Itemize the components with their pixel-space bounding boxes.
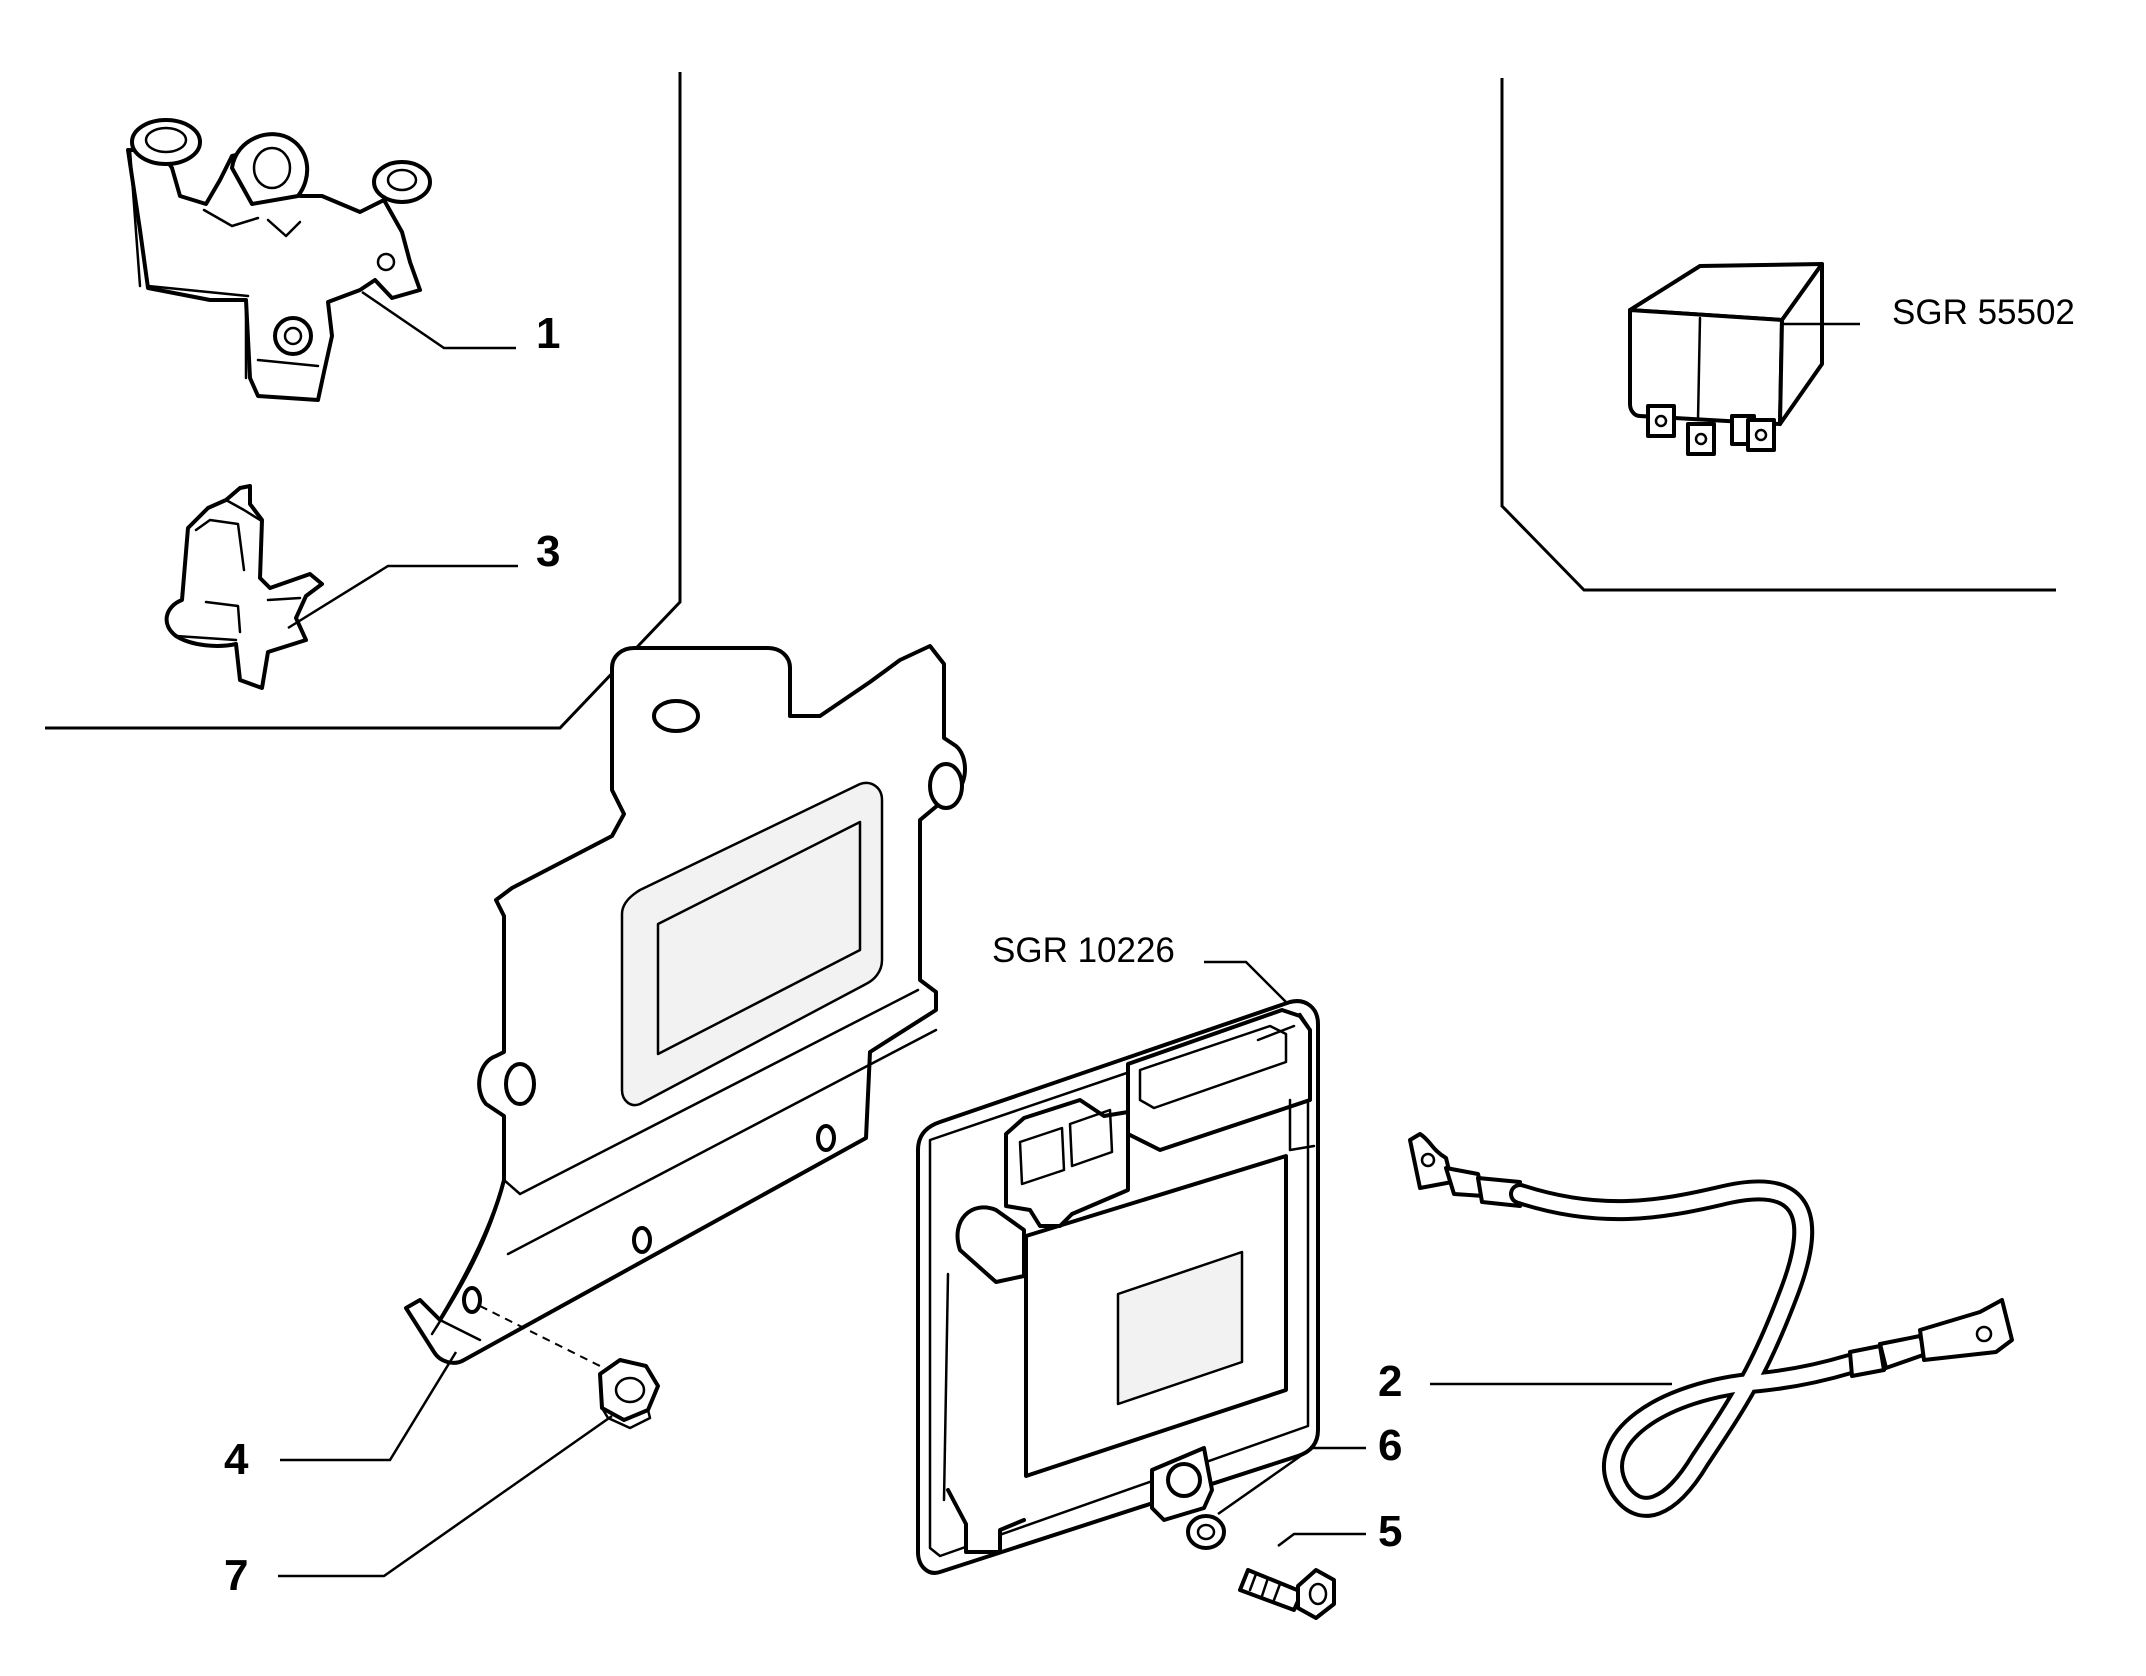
leader-ecu [1204,960,1287,1003]
leader-7 [278,1414,613,1578]
callout-4: 4 [224,1435,249,1484]
mounting-bracket-part-4 [404,644,967,1365]
leader-4 [280,1351,458,1462]
callout-6: 6 [1378,1421,1402,1470]
right-inset-frame [1500,78,2056,592]
callout-5: 5 [1378,1507,1402,1556]
relay-component [1628,262,1824,456]
callout-3: 3 [536,527,560,576]
leader-6 [1217,1446,1366,1516]
leader-3 [287,564,518,630]
washer-part-6 [1186,1514,1226,1550]
callout-7: 7 [224,1551,248,1600]
bolt-part-5 [1238,1568,1336,1620]
leader-1 [361,290,516,350]
relay-reference-label: SGR 55502 [1892,293,2075,332]
clip-part-3 [164,484,324,690]
ecu-reference-label: SGR 10226 [992,931,1175,970]
leader-5 [1277,1532,1366,1547]
ecu-control-unit [916,999,1320,1575]
fastener-alignment-line [479,1305,613,1373]
callout-1: 1 [536,309,560,358]
nut-part-7 [598,1358,660,1430]
callout-2: 2 [1378,1357,1402,1406]
wiring-bracket-part-1 [126,118,432,402]
ground-cable-part-2 [1408,1132,2014,1518]
